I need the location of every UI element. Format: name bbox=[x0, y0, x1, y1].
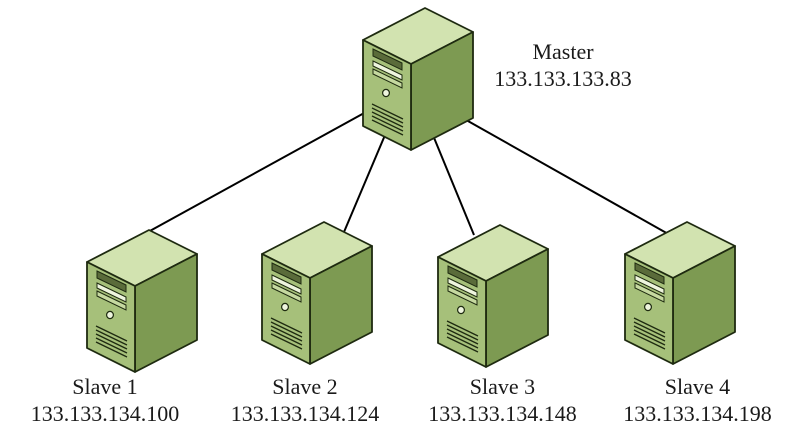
slave3-label: Slave 3 133.133.134.148 bbox=[405, 373, 600, 427]
slave2-name: Slave 2 bbox=[272, 374, 338, 399]
connector-master-slave4 bbox=[451, 111, 671, 236]
slave1-server-icon bbox=[86, 229, 198, 373]
master-name: Master bbox=[532, 39, 594, 64]
master-ip: 133.133.133.83 bbox=[494, 66, 632, 91]
slave3-ip: 133.133.134.148 bbox=[428, 401, 577, 426]
slave4-server-icon bbox=[624, 221, 736, 365]
connector-master-slave1 bbox=[147, 111, 367, 233]
connector-master-slave2 bbox=[343, 127, 389, 233]
slave1-ip: 133.133.134.100 bbox=[30, 401, 180, 426]
slave2-label: Slave 2 133.133.134.124 bbox=[205, 373, 405, 427]
connector-master-slave3 bbox=[429, 127, 475, 236]
slave3-name: Slave 3 bbox=[469, 374, 536, 399]
slave3-server-icon bbox=[437, 224, 549, 368]
slave2-server-icon bbox=[261, 221, 373, 365]
master-server-icon bbox=[362, 7, 474, 151]
slave4-ip: 133.133.134.198 bbox=[623, 401, 772, 426]
slave1-name: Slave 1 bbox=[72, 374, 138, 399]
slave1-label: Slave 1 133.133.134.100 bbox=[10, 373, 200, 427]
master-label: Master 133.133.133.83 bbox=[478, 38, 648, 92]
slave2-ip: 133.133.134.124 bbox=[230, 401, 380, 426]
slave4-name: Slave 4 bbox=[664, 374, 731, 399]
slave4-label: Slave 4 133.133.134.198 bbox=[600, 373, 795, 427]
